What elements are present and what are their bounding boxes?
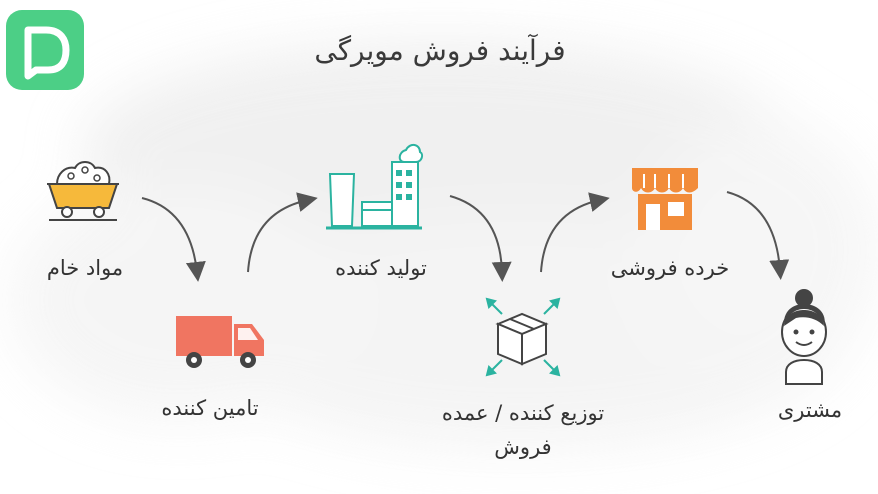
flow-arrow [449,195,512,282]
step-label-distributor-line1: توزیع کننده / عمده [441,401,605,425]
diagram-title: فرآیند فروش مویرگی [314,34,566,67]
flow-arrow [726,191,790,280]
shop-icon [632,168,698,230]
factory-icon [326,144,424,230]
step-label-distributor-line2: فروش [494,435,552,459]
mine-cart-icon [47,161,119,221]
flow-arrow [247,192,318,273]
step-label-supplier: تامین کننده [161,396,259,420]
flow-arrow [141,197,206,282]
customer-icon [781,289,827,385]
truck-icon [176,316,264,368]
step-label-customer: مشتری [777,398,843,422]
package-box-icon [485,297,561,377]
step-label-retail: خرده فروشی [610,256,730,280]
step-label-raw-materials: مواد خام [46,256,124,280]
flow-arrow [540,192,610,273]
step-label-distributor: توزیع کننده / عمده فروش [410,396,636,464]
step-label-manufacturer: تولید کننده [335,256,427,280]
document-d-logo [6,10,84,90]
